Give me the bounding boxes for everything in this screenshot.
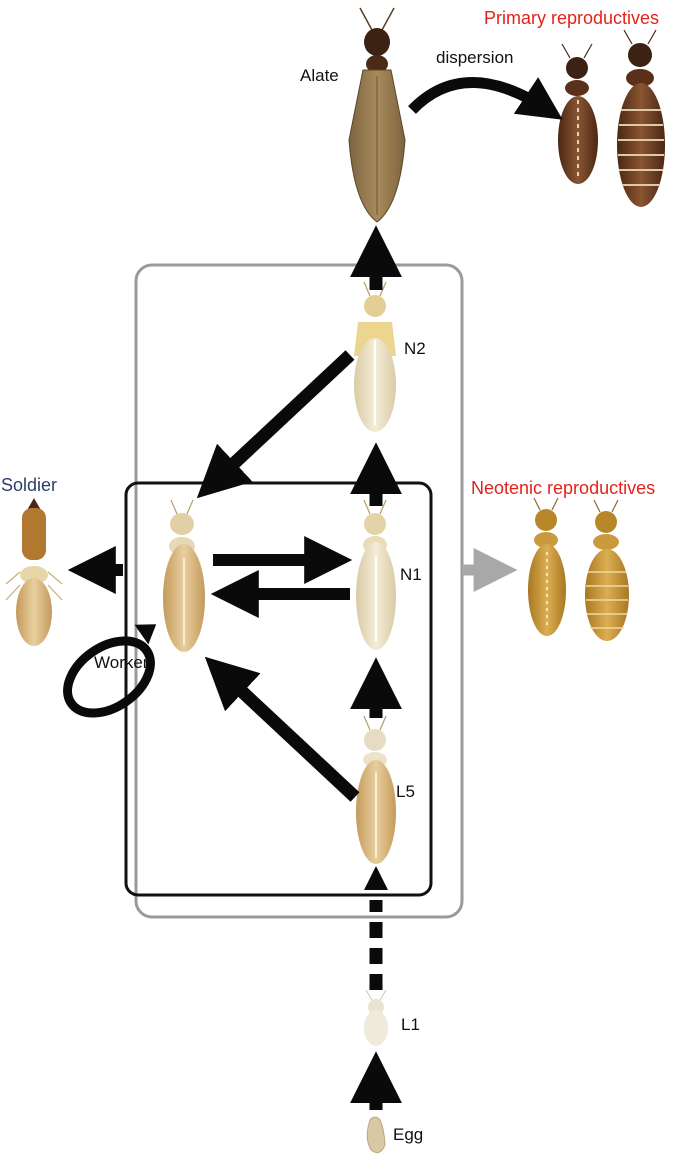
primary-reproductive-termite-2 [617,29,665,207]
label-worker: Worker [94,653,149,672]
outer-box [134,263,464,919]
l5-to-worker-arrow [204,656,360,802]
soldier-termite [5,498,63,646]
label-n2: N2 [404,339,426,358]
neotenic-reproductive-termite-2 [585,499,629,641]
worker-termite [163,499,205,652]
n1-nymph-termite [356,499,396,650]
primary-reproductive-termite-1 [558,43,598,184]
label-alate: Alate [300,66,339,85]
alate-termite [348,7,406,223]
dispersion-arrow [408,77,563,120]
n2-to-worker-arrow [196,350,355,499]
neotenic-reproductive-termite-1 [528,497,566,636]
label-soldier: Soldier [1,475,57,495]
n2-nymph-termite [354,281,396,432]
inner-box [124,481,433,897]
label-l5: L5 [396,782,415,801]
label-dispersion: dispersion [436,48,514,67]
label-l1: L1 [401,1015,420,1034]
label-primary-reproductives: Primary reproductives [484,8,659,28]
label-neotenic-reproductives: Neotenic reproductives [471,478,655,498]
label-n1: N1 [400,565,422,584]
worker-loop-arrowhead [134,624,157,645]
l1-to-l5-arrowhead [364,866,388,890]
label-egg: Egg [393,1125,423,1144]
worker-self-loop [63,636,155,718]
egg-shape [366,1116,386,1154]
l5-larva-termite [356,715,396,864]
l1-larva-termite [364,989,388,1046]
